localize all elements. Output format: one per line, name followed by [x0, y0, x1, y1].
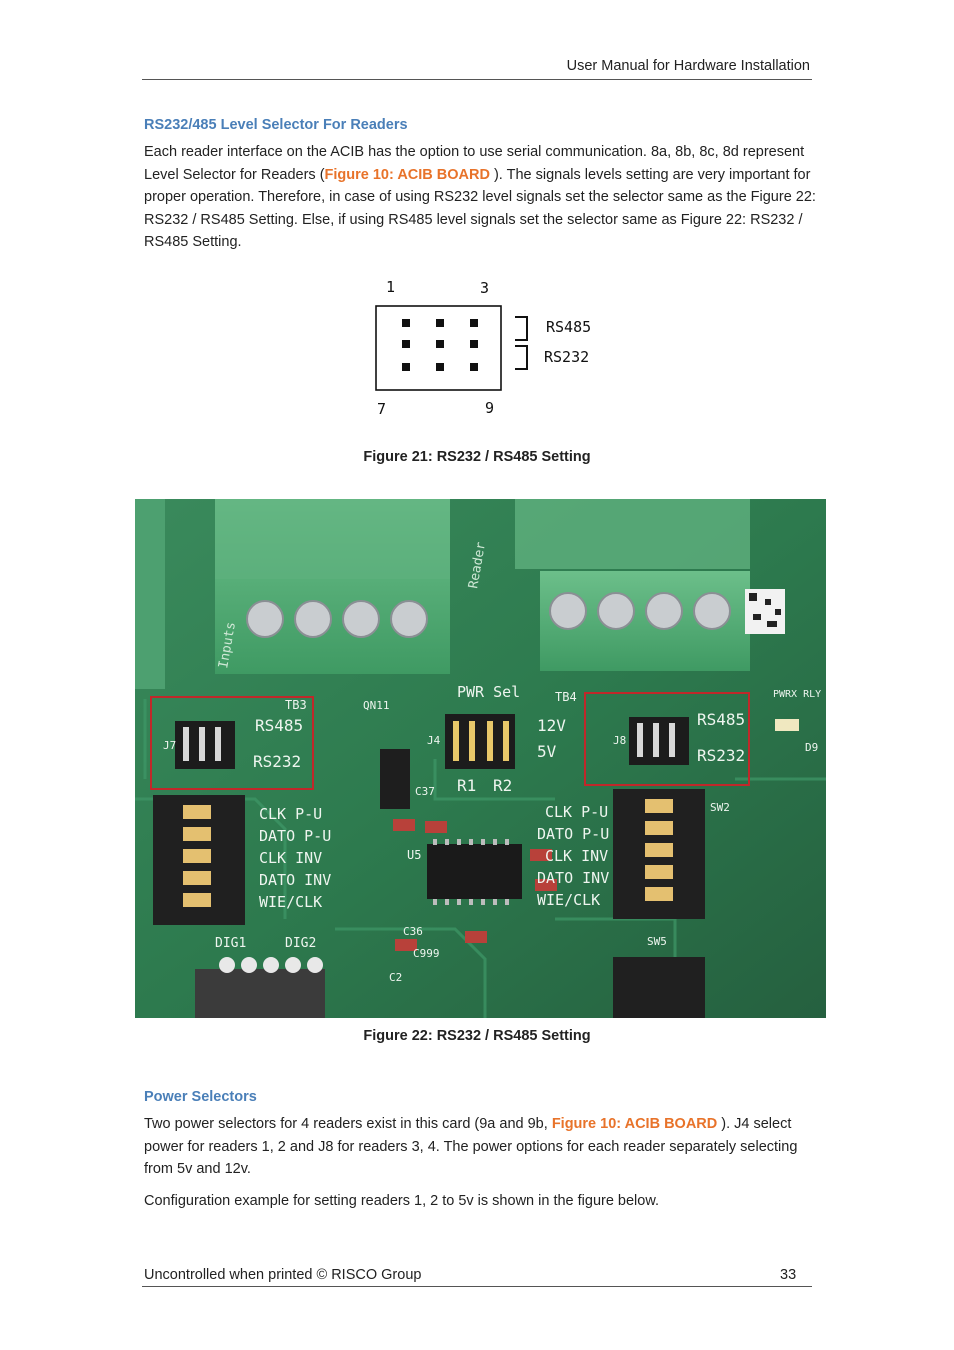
svg-text:DATO INV: DATO INV	[259, 871, 331, 889]
footer-copyright: Uncontrolled when printed © RISCO Group	[144, 1267, 422, 1283]
terminal-block-left	[215, 499, 450, 674]
svg-text:WIE/CLK: WIE/CLK	[537, 891, 600, 909]
header-rule	[142, 79, 812, 80]
label-rs485: RS485	[546, 318, 591, 336]
paragraph-text: ). J4 select power for readers 1, 2 and …	[144, 1116, 798, 1177]
paragraph-level-selector: Each reader interface on the ACIB has th…	[144, 141, 816, 254]
svg-text:D9: D9	[805, 741, 818, 754]
figure-caption-21: Figure 21: RS232 / RS485 Setting	[363, 449, 591, 465]
svg-text:PWR Sel: PWR Sel	[457, 683, 520, 701]
paragraph-text: Each reader interface on the ACIB has th…	[144, 144, 805, 183]
svg-text:U5: U5	[407, 848, 421, 862]
bracket-rs232	[515, 345, 528, 370]
dip-switch-sw5	[613, 957, 705, 1018]
svg-text:DATO P-U: DATO P-U	[537, 825, 609, 843]
svg-text:DIG1: DIG1	[215, 936, 246, 951]
pin-label-9: 9	[485, 399, 494, 417]
qr-pattern	[749, 593, 781, 627]
svg-text:RS232: RS232	[253, 752, 301, 771]
svg-text:PWRX RLY: PWRX RLY	[773, 689, 821, 700]
pin-label-1: 1	[386, 278, 395, 296]
seven-segment-display	[195, 969, 325, 1018]
svg-text:CLK P-U: CLK P-U	[259, 805, 322, 823]
terminal-block-right	[515, 499, 750, 671]
svg-text:R2: R2	[493, 776, 512, 795]
footer-rule	[142, 1286, 812, 1287]
leds	[219, 957, 323, 973]
jumper-pins-left	[183, 727, 221, 761]
svg-text:C37: C37	[415, 785, 435, 798]
paragraph-text: Two power selectors for 4 readers exist …	[144, 1116, 552, 1132]
svg-text:DIG2: DIG2	[285, 936, 316, 951]
svg-text:TB3: TB3	[285, 698, 307, 712]
jumper-pins	[402, 319, 478, 371]
svg-text:CLK P-U: CLK P-U	[545, 803, 608, 821]
pin-label-3: 3	[480, 279, 489, 297]
svg-text:CLK INV: CLK INV	[545, 847, 608, 865]
pin	[436, 340, 444, 348]
svg-text:RS485: RS485	[255, 716, 303, 735]
led-d9	[775, 719, 799, 731]
pin	[436, 363, 444, 371]
svg-text:RS485: RS485	[697, 710, 745, 729]
svg-text:CLK INV: CLK INV	[259, 849, 322, 867]
svg-text:DATO INV: DATO INV	[537, 869, 609, 887]
ic-u5	[427, 844, 522, 899]
pin	[470, 363, 478, 371]
svg-text:TB4: TB4	[555, 690, 577, 704]
section-heading-level-selector: RS232/485 Level Selector For Readers	[144, 117, 408, 133]
svg-text:C2: C2	[389, 971, 402, 984]
svg-text:J8: J8	[613, 734, 626, 747]
dip-switch-left-levers	[183, 805, 211, 907]
header-title: User Manual for Hardware Installation	[566, 58, 810, 74]
pcb-photo: TB3 RS485 RS232 TB4 RS485 RS232 PWR Sel …	[135, 499, 826, 1018]
svg-text:RS232: RS232	[697, 746, 745, 765]
pin	[402, 319, 410, 327]
power-jumper-pins	[453, 721, 509, 761]
pin	[470, 340, 478, 348]
label-rs232: RS232	[544, 348, 589, 366]
svg-text:R1: R1	[457, 776, 476, 795]
svg-text:12V: 12V	[537, 716, 566, 735]
highlight-box-right	[584, 692, 750, 786]
figure-caption-22: Figure 22: RS232 / RS485 Setting	[363, 1028, 591, 1044]
paragraph-config-example: Configuration example for setting reader…	[144, 1193, 660, 1209]
section-heading-power-selectors: Power Selectors	[144, 1089, 257, 1105]
paragraph-text: ). The signals levels setting are very i…	[144, 166, 816, 251]
pin	[470, 319, 478, 327]
jumper-diagram: 1 3 RS485 RS232 7 9	[375, 278, 591, 418]
jumper-block-outline	[375, 305, 502, 391]
svg-text:DATO P-U: DATO P-U	[259, 827, 331, 845]
ic-pins	[433, 839, 509, 905]
svg-text:J7: J7	[163, 739, 176, 752]
svg-text:C999: C999	[413, 947, 440, 960]
jumper-pins-right	[637, 723, 675, 757]
terminal-block-edge	[135, 499, 165, 689]
dip-switch-right-levers	[645, 799, 673, 901]
paragraph-power-selectors: Two power selectors for 4 readers exist …	[144, 1113, 816, 1181]
svg-text:SW2: SW2	[710, 801, 730, 814]
figure-link[interactable]: Figure 10: ACIB BOARD	[324, 166, 490, 183]
pin-label-7: 7	[377, 400, 386, 418]
svg-text:WIE/CLK: WIE/CLK	[259, 893, 322, 911]
pin	[402, 340, 410, 348]
bracket-rs485	[515, 316, 528, 341]
page-number: 33	[780, 1267, 797, 1283]
pin	[402, 363, 410, 371]
diode	[380, 749, 410, 809]
highlight-box-left	[150, 696, 314, 790]
svg-text:J4: J4	[427, 734, 441, 747]
pin	[436, 319, 444, 327]
figure-link[interactable]: Figure 10: ACIB BOARD	[551, 1116, 718, 1132]
silkscreen-labels: TB3 RS485 RS232 TB4 RS485 RS232 PWR Sel …	[163, 683, 821, 984]
svg-text:SW5: SW5	[647, 935, 667, 948]
capacitors	[393, 819, 557, 951]
svg-text:5V: 5V	[537, 742, 557, 761]
svg-text:C36: C36	[403, 925, 423, 938]
svg-text:QN11: QN11	[363, 699, 390, 712]
